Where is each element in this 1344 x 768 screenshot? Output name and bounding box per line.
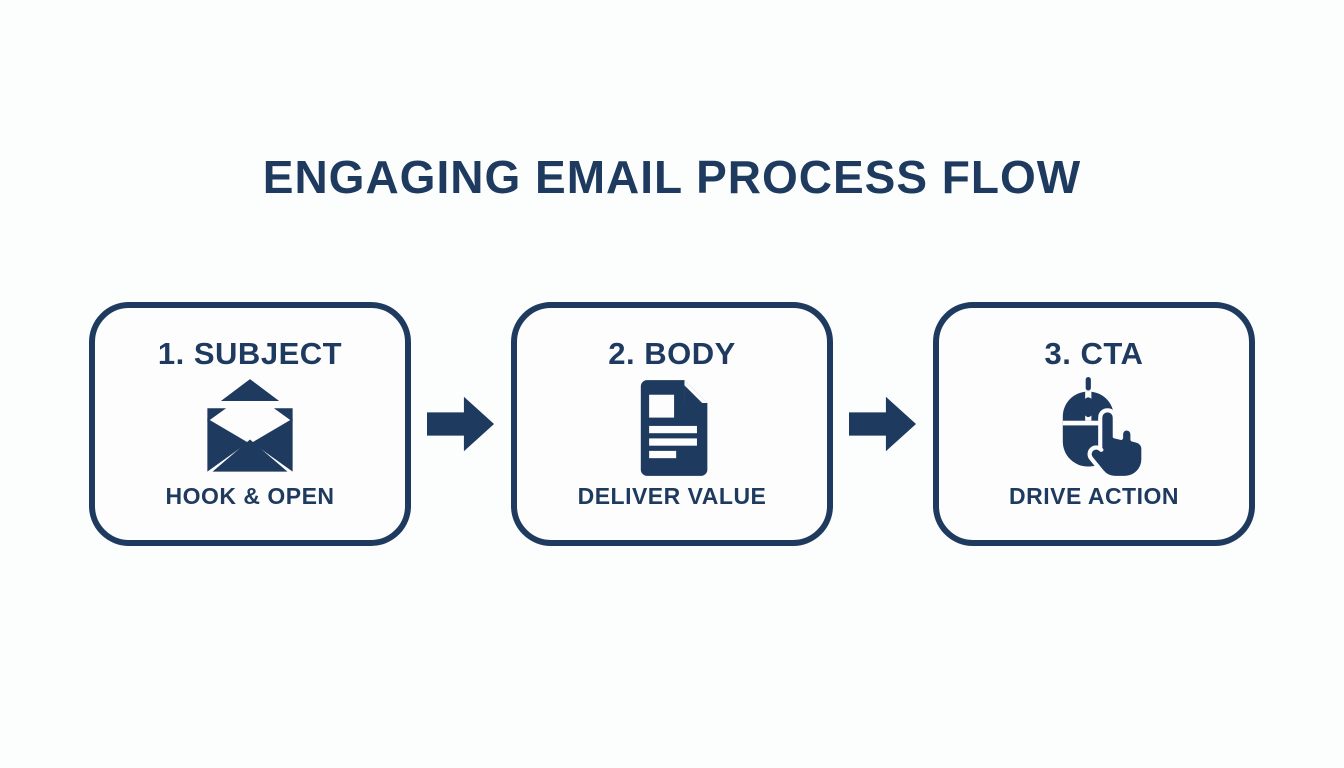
open-envelope-icon bbox=[198, 376, 302, 480]
page-title: ENGAGING EMAIL PROCESS FLOW bbox=[262, 151, 1082, 203]
arrow-right-icon bbox=[833, 395, 933, 453]
step-heading: 2. BODY bbox=[608, 336, 736, 371]
step-card-cta: 3. CTA DRIVE ACTION bbox=[933, 302, 1255, 546]
step-heading: 1. SUBJECT bbox=[157, 336, 343, 371]
mouse-click-icon bbox=[1042, 376, 1146, 480]
arrow-right-icon bbox=[411, 395, 511, 453]
step-label: DRIVE ACTION bbox=[1009, 483, 1179, 509]
step-card-body: 2. BODY DELIVER VALUE bbox=[511, 302, 833, 546]
document-icon bbox=[620, 376, 724, 480]
step-label: DELIVER VALUE bbox=[577, 483, 767, 509]
step-card-subject: 1. SUBJECT HOOK & OPEN bbox=[89, 302, 411, 546]
flow-row: 1. SUBJECT HOOK & OPEN bbox=[0, 302, 1344, 546]
step-label: HOOK & OPEN bbox=[165, 483, 335, 509]
step-heading: 3. CTA bbox=[1044, 336, 1144, 371]
